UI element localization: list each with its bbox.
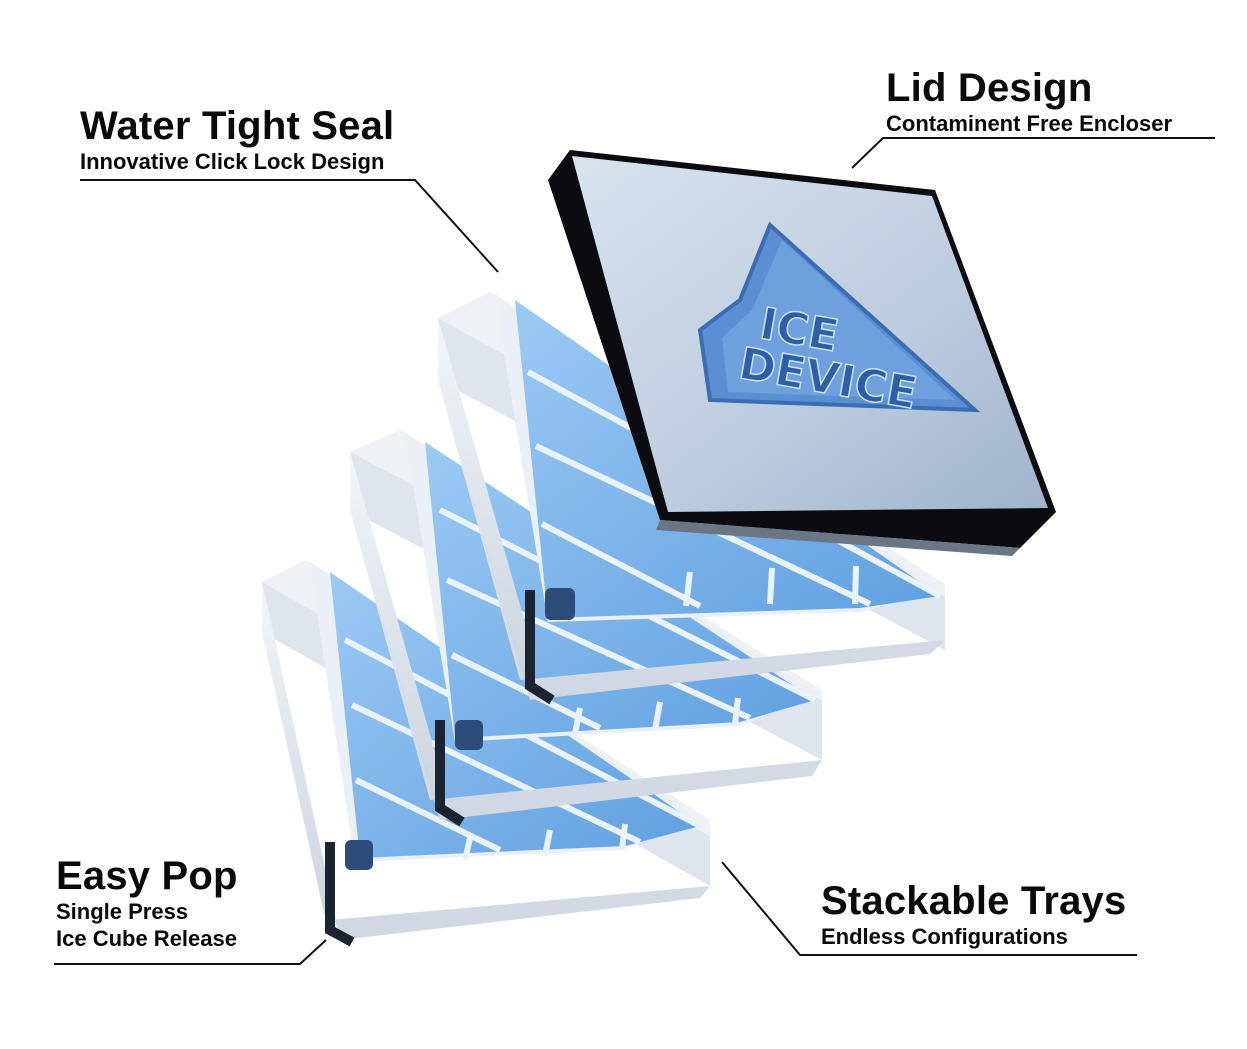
leader-easy-pop [54, 939, 327, 965]
leader-lid-design [851, 137, 1215, 169]
callout-stackable-trays: Stackable Trays Endless Configurations [821, 879, 1126, 950]
callout-lid-design: Lid Design Contaminent Free Encloser [886, 66, 1172, 137]
callout-subtitle: Endless Configurations [821, 924, 1068, 949]
callout-subtitle: Contaminent Free Encloser [886, 111, 1173, 136]
callout-subtitle-line2: Ice Cube Release [56, 926, 237, 951]
lid: ICE DEVICE [548, 150, 1056, 556]
ice-device-logo: ICE DEVICE [697, 221, 981, 420]
callout-easy-pop: Easy Pop Single Press Ice Cube Release [56, 854, 238, 952]
callout-title: Easy Pop [56, 854, 238, 898]
leader-water-tight [80, 179, 499, 273]
callout-subtitle-line1: Single Press [56, 899, 189, 924]
callout-subtitle: Innovative Click Lock Design [80, 149, 385, 174]
callout-title: Lid Design [886, 66, 1093, 110]
callout-title: Water Tight Seal [80, 104, 395, 148]
leader-stackable [721, 861, 1137, 956]
callout-water-tight-seal: Water Tight Seal Innovative Click Lock D… [80, 104, 394, 175]
callout-title: Stackable Trays [821, 879, 1127, 923]
leader-lines [54, 137, 1215, 965]
